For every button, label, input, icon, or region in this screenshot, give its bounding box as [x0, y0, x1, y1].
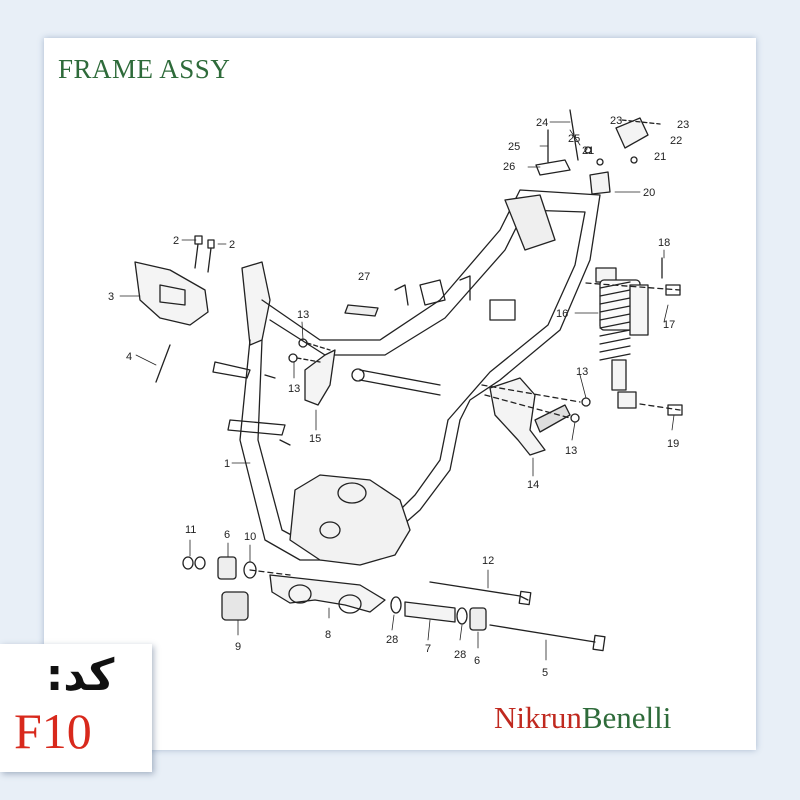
callout-21a: 21 [582, 145, 594, 157]
frame-head-tube [241, 261, 271, 346]
frame-backbone [261, 189, 601, 421]
part-9-bushing [221, 591, 249, 621]
diagram-sheet [44, 38, 756, 750]
callout-15: 15 [309, 433, 321, 445]
callout-24: 24 [536, 117, 548, 129]
code-box [0, 644, 152, 772]
part-7-spacer [404, 601, 456, 623]
callout-16: 16 [556, 308, 568, 320]
callout-21b: 21 [654, 151, 666, 163]
part-15-bracket [304, 349, 336, 406]
part-20-bracket [589, 171, 611, 195]
callout-4: 4 [126, 351, 132, 363]
callout-6b: 6 [474, 655, 480, 667]
callout-13b: 13 [576, 366, 588, 378]
callout-26: 26 [503, 161, 515, 173]
callout-25a: 25 [508, 141, 520, 153]
part-12-bolt [429, 581, 529, 601]
code-value: F10 [14, 703, 92, 759]
frame-cross-tube [359, 369, 441, 396]
callout-19: 19 [667, 438, 679, 450]
part-8-engine-hanger [269, 574, 386, 613]
callout-11: 11 [185, 524, 196, 536]
callout-18: 18 [658, 237, 670, 249]
callout-1: 1 [224, 458, 230, 470]
part-4-pin [155, 344, 171, 383]
callout-3: 3 [108, 291, 114, 303]
callout-28a: 28 [386, 634, 398, 646]
callout-2b: 2 [229, 239, 235, 251]
callout-20: 20 [643, 187, 655, 199]
callout-23a: 23 [610, 115, 622, 127]
part-27-plate [344, 304, 379, 317]
callout-12: 12 [482, 555, 494, 567]
callout-2a: 2 [173, 235, 179, 247]
callout-27: 27 [358, 271, 370, 283]
callout-8: 8 [325, 629, 331, 641]
frame-cradle [289, 474, 411, 566]
callout-10: 10 [244, 531, 256, 543]
callout-28b: 28 [454, 649, 466, 661]
part-3-bracket [134, 261, 209, 326]
part-14-footrest-bracket [489, 377, 546, 456]
brand-watermark: NikrunBenelli [494, 700, 671, 736]
brand-part2: Benelli [581, 700, 672, 735]
callout-13d: 13 [565, 445, 577, 457]
diagram-title: FRAME ASSY [58, 54, 231, 84]
callout-13a: 13 [297, 309, 309, 321]
callout-5: 5 [542, 667, 548, 679]
brand-part1: Nikrun [494, 700, 582, 735]
callout-17: 17 [663, 319, 675, 331]
callout-6a: 6 [224, 529, 230, 541]
callout-13c: 13 [288, 383, 300, 395]
callout-22: 22 [670, 135, 682, 147]
callout-23b: 23 [677, 119, 689, 131]
callout-9: 9 [235, 641, 241, 653]
part-16-shock-absorber [595, 267, 649, 409]
callout-25b: 25 [568, 133, 580, 145]
code-label: کد: [45, 650, 115, 701]
callout-14: 14 [527, 479, 539, 491]
part-5-bolt [489, 624, 596, 643]
callout-7: 7 [425, 643, 431, 655]
